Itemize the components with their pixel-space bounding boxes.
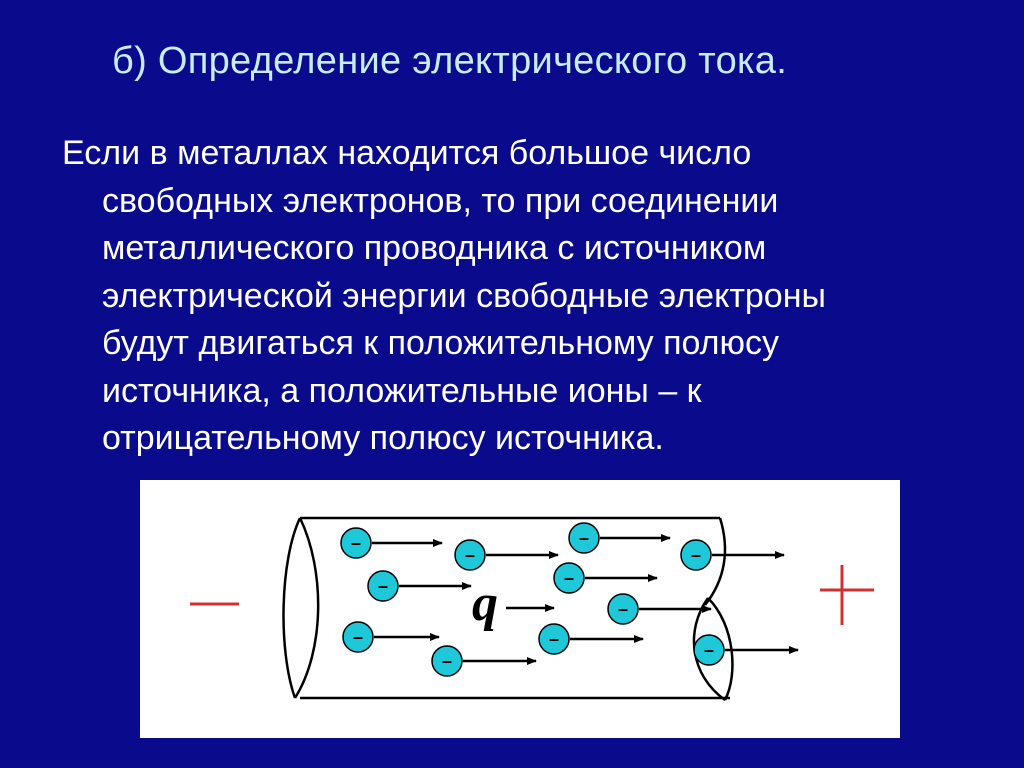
body-line: отрицательному полюсу источника. [102, 419, 664, 457]
tube-left-end-inner [293, 517, 320, 699]
charge-label: q [472, 575, 498, 632]
electron-sign: – [564, 568, 574, 588]
electron-sign: – [465, 545, 475, 565]
electron-sign: – [691, 545, 701, 565]
slide-body-text: Если в металлах находится большое число … [62, 130, 982, 463]
conductor-diagram: q ––––––––––– [140, 480, 900, 738]
electron-sign: – [549, 629, 559, 649]
electron [693, 634, 725, 666]
electron [367, 570, 399, 602]
electron-sign: – [351, 533, 361, 553]
electron [431, 645, 463, 677]
electrons-group: ––––––––––– [340, 522, 799, 677]
electron [454, 539, 486, 571]
plus-pole [820, 565, 874, 625]
body-line: будут двигаться к положительному полюсу [102, 324, 780, 362]
tube-left-end-outer [282, 517, 302, 699]
electron-sign: – [353, 627, 363, 647]
electron-sign: – [704, 640, 714, 660]
electron [568, 522, 600, 554]
body-line: свободных электронов, то при соединении [102, 181, 779, 220]
electron-sign: – [618, 599, 628, 619]
electron [342, 621, 374, 653]
electron [607, 593, 639, 625]
electron [553, 562, 585, 594]
conductor-diagram-svg: q ––––––––––– [190, 516, 874, 702]
body-line: электрической энергии свободные электрон… [102, 276, 826, 315]
electron [680, 539, 712, 571]
tube-right-top [704, 517, 727, 606]
electron [538, 623, 570, 655]
electron [340, 527, 372, 559]
body-line: Если в металлах находится большое число [62, 134, 752, 172]
slide-title: б) Определение электрического тока. [112, 40, 788, 82]
electron-sign: – [579, 528, 589, 548]
body-line: источника, а положительные ионы – к [102, 371, 702, 410]
electron-sign: – [442, 651, 452, 671]
body-line: металлического проводника с источником [102, 229, 767, 267]
electron-sign: – [378, 576, 388, 596]
